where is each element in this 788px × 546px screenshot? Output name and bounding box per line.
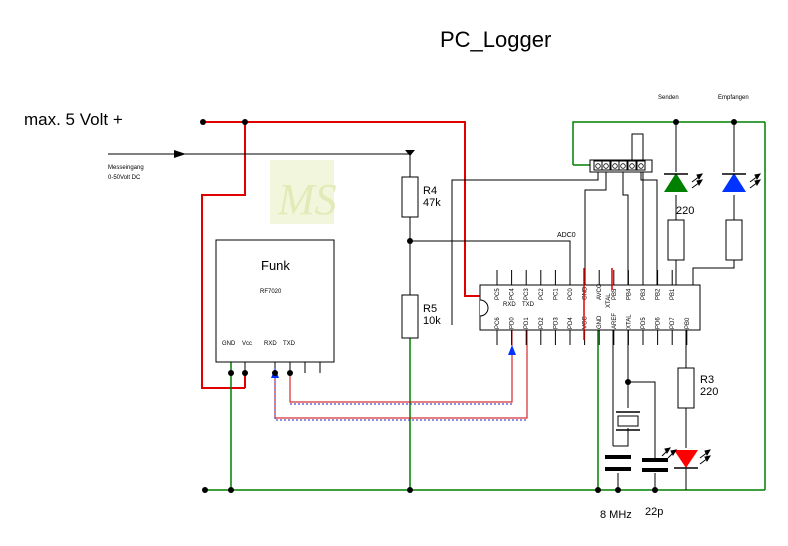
mcu-bottom-pin-label: PD3 <box>553 317 559 329</box>
mcu-top-pin-label: PC0 <box>568 288 574 300</box>
resistor-green-led <box>667 219 685 261</box>
capacitor-c2 <box>642 458 668 472</box>
led-receive-label: Empfangen <box>718 95 749 101</box>
mcu-inner-xtal: XTAL <box>606 293 612 308</box>
r5-value: 10k <box>423 315 441 327</box>
mcu-top-pin-label: PB1 <box>670 288 676 300</box>
uart-wires <box>274 330 528 421</box>
mcu-bottom-pin-label: PD7 <box>670 317 676 329</box>
r4-label: R4 <box>423 185 437 197</box>
led-status-emission-icon <box>699 449 712 465</box>
mcu-bottom-pin-label: GND <box>597 315 603 329</box>
mcu-top-pin-label: PC4 <box>510 288 516 300</box>
mcu-bottom-pins: PC6 PD0 PD1 PD2 PD3 PD4 VCC GND AREF XTAL PD5 PD6 PD… <box>495 313 691 345</box>
funk-pin-gnd: GND <box>222 341 236 347</box>
mcu-inner-rxd: RXD <box>503 302 516 308</box>
mcu-inner-txd: TXD <box>522 302 535 308</box>
mcu-bottom-pin-label: PC6 <box>495 317 501 329</box>
ms-logo: MS <box>270 160 337 224</box>
r4-arrow-icon <box>405 150 415 156</box>
mcu-bottom-pin-label: XTAL <box>626 314 632 329</box>
r3-label: R3 <box>700 374 714 386</box>
gnd-wires <box>205 121 766 491</box>
crystal-label: 8 MHz <box>600 509 632 521</box>
junctions <box>200 119 737 493</box>
mcu-top-pin-label: AVCC <box>597 283 603 300</box>
mcu-top-pin-label: PB4 <box>626 288 632 300</box>
funk-pin-vcc: Vcc <box>242 341 252 347</box>
mcu-top-pins: PC5 PC4 PC3 PC2 PC1 PC0 GND AVCC PB5 PB4 PB3 PB2 PB1 <box>495 270 676 300</box>
adc0-label: ADC0 <box>557 232 576 239</box>
mcu-top-pin-label: PC5 <box>495 288 501 300</box>
mcu-bottom-pin-label: PB0 <box>685 317 691 329</box>
mcu-top-pin-label: PC1 <box>553 288 559 300</box>
r5-label: R5 <box>423 303 437 315</box>
mcu-top-pin-label: PB5 <box>612 288 618 300</box>
mcu-bottom-pin-label: PD2 <box>539 317 545 329</box>
capacitor-emission-icon <box>661 447 678 459</box>
resistor-r5 <box>401 294 419 339</box>
cap-label: 22p <box>645 506 663 518</box>
mcu-bottom-pin-label: PD4 <box>568 317 574 329</box>
led-send <box>664 173 688 192</box>
mcu-top-pin-label: PB2 <box>656 288 662 300</box>
crystal <box>616 411 640 431</box>
r4-value: 47k <box>423 197 441 209</box>
logo-text: MS <box>277 175 337 224</box>
led-receive-emission-icon <box>749 173 762 189</box>
mcu-top-pin-label: PC2 <box>539 288 545 300</box>
led-receive <box>722 173 746 192</box>
measure-range-label: 0-50Volt DC <box>108 175 141 181</box>
led-status <box>674 450 698 469</box>
led-send-label: Senden <box>658 95 679 101</box>
green-resistor-value: 220 <box>676 205 694 217</box>
funk-module <box>215 239 335 363</box>
capacitor-c1 <box>605 455 631 471</box>
mcu-top-pin-label: PC3 <box>524 288 530 300</box>
resistor-blue-led <box>725 219 743 261</box>
resistor-r4 <box>401 176 419 218</box>
funk-title: Funk <box>261 258 290 273</box>
input-arrow-icon <box>174 150 186 158</box>
mcu-top-pin-label: PB3 <box>641 288 647 300</box>
mcu-bottom-pin-label: PD5 <box>641 317 647 329</box>
funk-pin-txd: TXD <box>283 341 296 347</box>
mcu-top-pin-label: GND <box>583 286 589 300</box>
mcu-bottom-pin-label: VCC <box>583 316 589 329</box>
isp-connector <box>589 159 653 173</box>
funk-model: RF7020 <box>260 289 282 295</box>
txd-arrow-icon <box>508 345 516 355</box>
funk-pin-rxd: RXD <box>264 341 277 347</box>
mcu-bottom-pin-label: PD6 <box>656 317 662 329</box>
led-send-emission-icon <box>691 173 704 189</box>
signal-wires <box>108 122 735 490</box>
r3-value: 220 <box>700 386 718 398</box>
measure-input-label: Messeingang <box>108 165 144 171</box>
input-voltage-label: max. 5 Volt + <box>24 110 123 129</box>
diagram-title: PC_Logger <box>440 27 551 52</box>
resistor-r3 <box>677 367 695 409</box>
mcu-bottom-pin-label: PD1 <box>524 317 530 329</box>
mcu-bottom-pin-label: AREF <box>612 313 618 329</box>
mcu-bottom-pin-label: PD0 <box>510 317 516 329</box>
